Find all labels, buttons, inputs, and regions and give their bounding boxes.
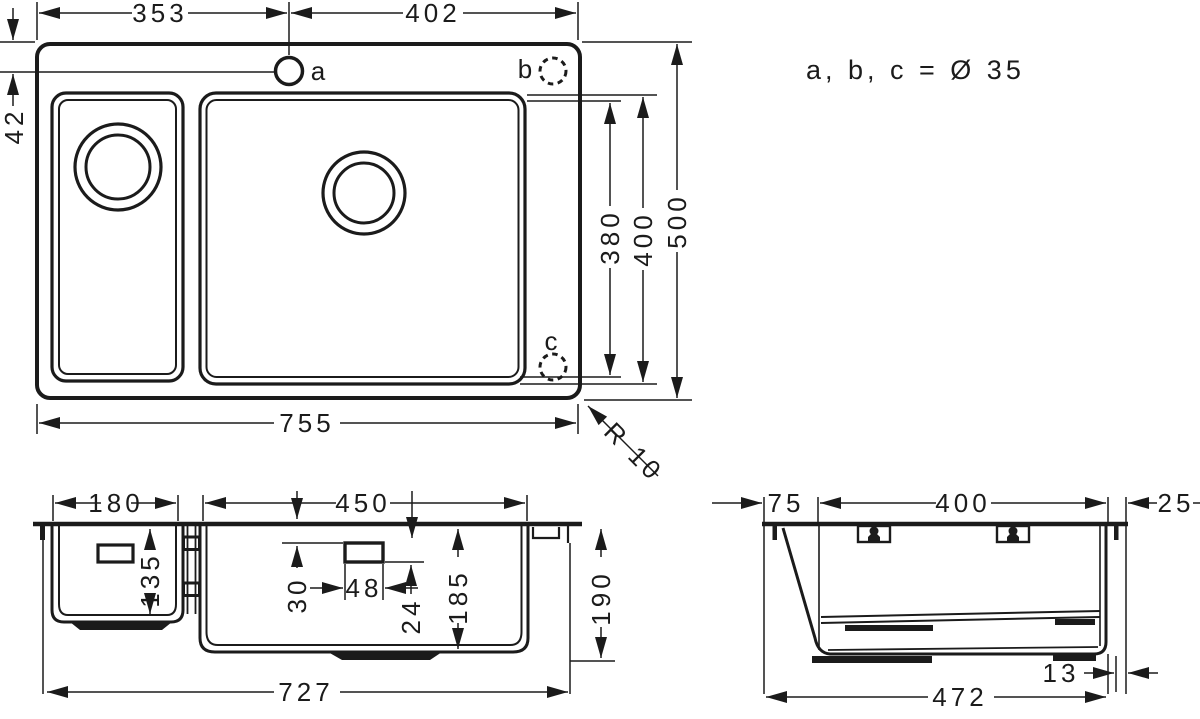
dim-755: 755 xyxy=(279,408,334,438)
dim-48: 48 xyxy=(346,573,383,603)
dim-180: 180 xyxy=(88,488,143,518)
small-bowl-drain-inner xyxy=(84,133,152,201)
sink-rim-outline xyxy=(35,42,582,400)
hole-label-c: c xyxy=(545,326,558,356)
front-section-view: 180 450 135 30 48 24 185 190 72 xyxy=(33,488,616,707)
side-section-extension-lines xyxy=(763,497,1127,694)
small-bowl-drain-pad xyxy=(70,622,172,630)
side-section-dimensions: 75 400 25 13 472 xyxy=(712,488,1200,712)
tap-hole-a xyxy=(273,55,305,87)
small-bowl-section-inner xyxy=(58,526,177,616)
dim-75: 75 xyxy=(768,488,805,518)
dim-185: 185 xyxy=(443,569,473,624)
dim-353: 353 xyxy=(132,0,187,28)
right-edge-profile xyxy=(531,527,561,540)
front-section-outline xyxy=(33,521,582,660)
small-bowl-outline xyxy=(50,91,185,383)
dim-380: 380 xyxy=(595,209,625,264)
small-bowl-drain-outer xyxy=(73,122,163,212)
base-pad-left xyxy=(812,656,932,663)
mounting-clip-2 xyxy=(995,524,1031,544)
front-flange-tick xyxy=(772,526,777,540)
dim-24: 24 xyxy=(396,598,426,635)
dim-30: 30 xyxy=(282,577,312,614)
small-bowl-inner-line xyxy=(58,99,177,375)
top-view-extension-lines xyxy=(0,2,692,434)
dim-corner-radius: R 10 xyxy=(598,416,669,487)
dim-42: 42 xyxy=(0,108,29,145)
top-view: 353 402 42 380 400 500 755 R 10 a b c xyxy=(0,0,692,488)
large-bowl-drain-inner xyxy=(332,161,396,225)
dim-402: 402 xyxy=(405,0,460,28)
mounting-clip-1 xyxy=(856,524,892,544)
divider-clip-lower xyxy=(182,581,201,597)
large-bowl-drain-pad xyxy=(328,652,442,660)
dim-135: 135 xyxy=(135,552,165,607)
large-bowl-outline xyxy=(198,91,527,386)
dim-727: 727 xyxy=(278,677,333,707)
tap-hole-b xyxy=(538,56,568,86)
base-pad-right xyxy=(1053,654,1096,661)
large-bowl-section-inner xyxy=(205,526,523,646)
dim-450: 450 xyxy=(335,488,390,518)
left-flange-tick xyxy=(40,526,45,540)
bowl-side-outer xyxy=(781,526,1108,656)
top-view-dimensions: 353 402 42 380 400 500 755 R 10 a b c xyxy=(0,0,692,488)
floor-pad-right xyxy=(1055,619,1095,625)
bowl-channel-line xyxy=(827,646,1099,651)
small-bowl-drain-box xyxy=(96,543,135,564)
side-section-outline xyxy=(762,521,1128,663)
large-bowl-drain-box xyxy=(343,541,385,564)
tap-hole-c xyxy=(538,352,568,382)
dim-472: 472 xyxy=(932,682,987,712)
dim-25: 25 xyxy=(1158,488,1195,518)
rear-flange-tick xyxy=(1114,526,1119,540)
bowl-floor-line-1 xyxy=(820,610,1101,618)
large-bowl-inner-line xyxy=(205,99,520,378)
dim-500: 500 xyxy=(662,193,692,248)
front-section-dimensions: 180 450 135 30 48 24 185 190 72 xyxy=(47,488,616,707)
hole-label-b: b xyxy=(518,54,532,84)
bowl-floor-line-2 xyxy=(820,616,1101,624)
hole-label-a: a xyxy=(311,56,326,86)
dim-190: 190 xyxy=(586,570,616,625)
divider-clip-upper xyxy=(182,535,201,551)
front-section-extension-lines xyxy=(42,495,615,694)
side-section-view: 75 400 25 13 472 xyxy=(712,488,1200,712)
hole-diameter-note: a, b, c = Ø 35 xyxy=(806,55,1025,85)
floor-pad-left xyxy=(845,625,933,631)
dim-400-depth: 400 xyxy=(628,211,658,266)
sink-outline xyxy=(35,42,582,400)
dim-400-width: 400 xyxy=(935,488,990,518)
large-bowl-drain-outer xyxy=(321,150,407,236)
dim-13: 13 xyxy=(1043,658,1080,688)
